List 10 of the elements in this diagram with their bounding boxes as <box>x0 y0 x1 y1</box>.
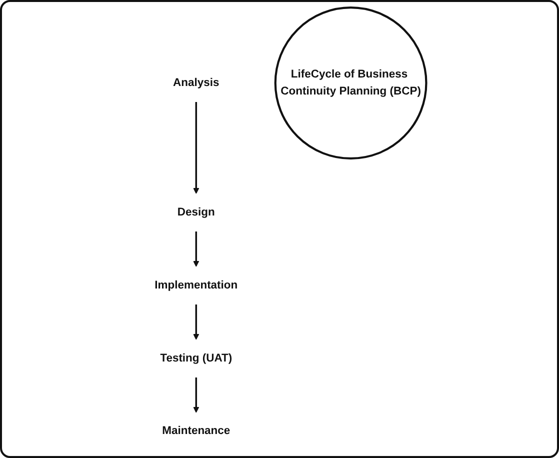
node-text: Maintenance <box>162 425 230 438</box>
node-text: Implementation <box>154 279 238 292</box>
node-circle: LifeCycle of Business Continuity Planning (BCP) <box>274 6 427 160</box>
node-text: Testing (UAT) <box>160 352 232 364</box>
node-text: Design <box>177 206 214 218</box>
arrow <box>192 102 199 194</box>
node-text: Analysis <box>172 76 219 89</box>
arrow <box>192 304 199 340</box>
arrow <box>192 231 199 267</box>
arrow <box>192 377 199 413</box>
